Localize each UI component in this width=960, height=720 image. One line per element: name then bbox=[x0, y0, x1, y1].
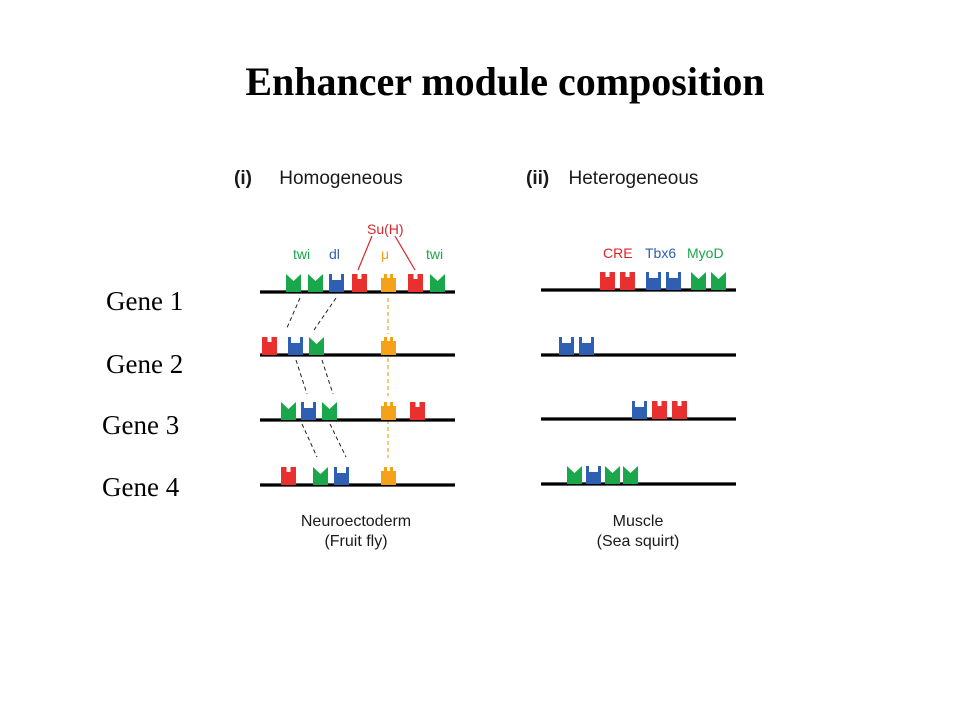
site-g1i-mu-4 bbox=[381, 274, 396, 292]
tf-label-mu: μ bbox=[381, 246, 390, 262]
tf-label-twi-right: twi bbox=[426, 246, 444, 262]
site-g4i-mu-3 bbox=[381, 467, 396, 485]
align-g1-g2-a bbox=[285, 297, 301, 331]
site-g3i-twi-2 bbox=[322, 402, 337, 420]
site-g1i-twi-6 bbox=[430, 274, 445, 292]
site-g1i-dl-2 bbox=[329, 274, 344, 292]
site-g1ii-tbx6-2 bbox=[646, 272, 661, 290]
suh-callout-left bbox=[357, 235, 373, 271]
site-g3ii-cre-1 bbox=[652, 401, 667, 419]
align-g2-g3-a bbox=[295, 359, 308, 395]
site-g4i-suh-0 bbox=[281, 467, 296, 485]
site-g3i-dl-1 bbox=[301, 402, 316, 420]
tf-label-tbx6: Tbx6 bbox=[645, 245, 677, 261]
site-g2i-dl-1 bbox=[288, 337, 303, 355]
site-g4ii-myod-0 bbox=[567, 466, 582, 484]
site-g3i-twi-0 bbox=[281, 402, 296, 420]
site-g4ii-tbx6-1 bbox=[586, 466, 601, 484]
gene-label-4: Gene 4 bbox=[102, 472, 180, 502]
site-g4i-dl-2 bbox=[334, 467, 349, 485]
site-g4i-twi-1 bbox=[313, 467, 328, 485]
site-g3ii-tbx6-0 bbox=[632, 401, 647, 419]
caption-organism-ii: (Sea squirt) bbox=[596, 533, 680, 550]
site-g1ii-myod-5 bbox=[711, 272, 726, 290]
tf-label-dl: dl bbox=[329, 246, 340, 262]
tf-label-suh: Su(H) bbox=[367, 221, 404, 237]
site-g2ii-tbx6-1 bbox=[579, 337, 594, 355]
site-g1ii-tbx6-3 bbox=[666, 272, 681, 290]
tf-label-myod: MyoD bbox=[687, 245, 724, 261]
site-g1ii-cre-0 bbox=[600, 272, 615, 290]
align-g3-g4-a bbox=[301, 423, 318, 458]
site-g4ii-myod-3 bbox=[623, 466, 638, 484]
tf-label-twi-left: twi bbox=[293, 246, 311, 262]
site-g1ii-cre-1 bbox=[620, 272, 635, 290]
caption-heterogeneous: Muscle (Sea squirt) bbox=[528, 513, 748, 551]
panel-numeral-ii: (ii) bbox=[526, 168, 550, 189]
site-g2i-mu-3 bbox=[381, 337, 396, 355]
site-g1i-twi-1 bbox=[308, 274, 323, 292]
site-g4ii-myod-2 bbox=[605, 466, 620, 484]
suh-callout-right bbox=[394, 235, 416, 271]
alignment-lines-black bbox=[285, 297, 347, 458]
site-g2ii-tbx6-0 bbox=[559, 337, 574, 355]
site-g1i-suh-3 bbox=[352, 274, 367, 292]
caption-homogeneous: Neuroectoderm (Fruit fly) bbox=[246, 513, 466, 551]
panel-label-homogeneous: (i) Homogeneous bbox=[234, 168, 403, 190]
site-g2i-twi-2 bbox=[309, 337, 324, 355]
align-g3-g4-b bbox=[329, 423, 347, 458]
tf-label-cre: CRE bbox=[603, 245, 633, 261]
align-g2-g3-b bbox=[321, 359, 334, 395]
site-g2i-suh-0 bbox=[262, 337, 277, 355]
panel-label-heterogeneous: (ii) Heterogeneous bbox=[526, 168, 698, 190]
gene-label-3: Gene 3 bbox=[102, 410, 180, 440]
site-g3i-suh-4 bbox=[410, 402, 425, 420]
site-g1i-suh-5 bbox=[408, 274, 423, 292]
gene-label-2: Gene 2 bbox=[106, 349, 184, 379]
caption-tissue-ii: Muscle bbox=[612, 513, 664, 530]
panel-numeral-i: (i) bbox=[234, 168, 252, 189]
caption-tissue-i: Neuroectoderm bbox=[300, 513, 412, 530]
gene-label-1: Gene 1 bbox=[106, 286, 184, 316]
site-g1ii-myod-4 bbox=[691, 272, 706, 290]
align-g1-g2-b bbox=[313, 297, 337, 331]
binding-sites bbox=[262, 272, 726, 485]
site-g3ii-cre-2 bbox=[672, 401, 687, 419]
caption-organism-i: (Fruit fly) bbox=[324, 533, 388, 550]
site-g3i-mu-3 bbox=[381, 402, 396, 420]
site-g1i-twi-0 bbox=[286, 274, 301, 292]
panel-title-homogeneous: Homogeneous bbox=[279, 168, 403, 189]
panel-title-heterogeneous: Heterogeneous bbox=[568, 168, 699, 189]
slide-title: Enhancer module composition bbox=[245, 59, 765, 104]
